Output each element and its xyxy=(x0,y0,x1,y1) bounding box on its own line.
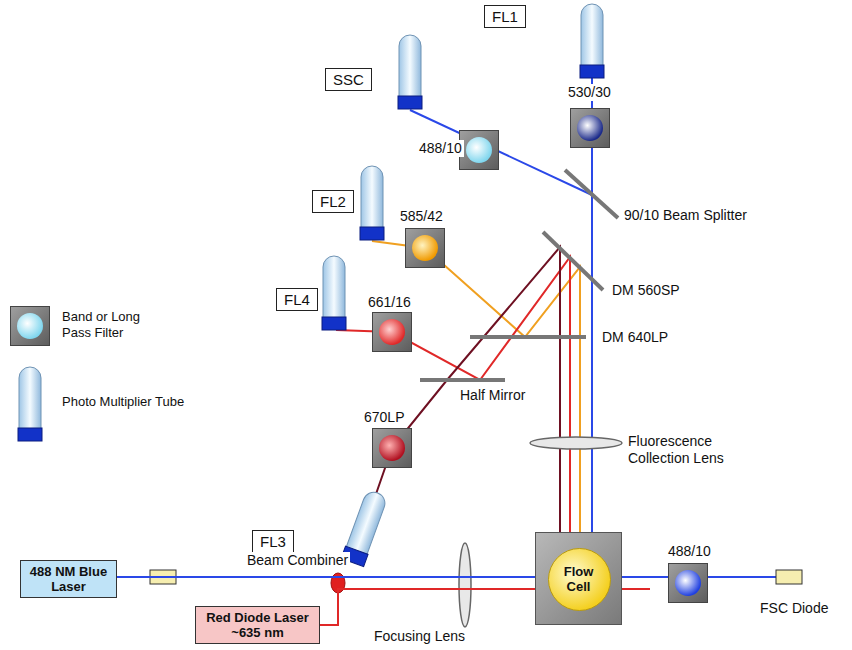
laser-beam xyxy=(117,576,535,578)
fl-box: SSC xyxy=(325,68,372,91)
part-label: 488/10 xyxy=(417,140,464,157)
filter xyxy=(669,564,708,603)
pmt xyxy=(322,256,346,330)
node-text: FL2 xyxy=(320,193,346,210)
filter xyxy=(373,429,412,468)
part-label: 530/30 xyxy=(566,84,613,101)
pmt xyxy=(398,35,422,109)
laser-box: 488 NM Blue Laser xyxy=(20,560,117,598)
fl-box: FL2 xyxy=(312,190,354,213)
filter xyxy=(406,229,445,268)
filter xyxy=(460,131,499,170)
pmt xyxy=(360,166,384,240)
part-label: 585/42 xyxy=(398,208,445,225)
focusing-lens xyxy=(459,543,471,627)
part-label: 670LP xyxy=(362,409,406,426)
mirrors xyxy=(420,170,618,380)
light-beams xyxy=(117,78,776,589)
part-label: DM 640LP xyxy=(600,329,670,346)
node-text: FL1 xyxy=(492,8,518,25)
legend-pmt-icon xyxy=(18,367,42,441)
node-text: Flow Cell xyxy=(554,564,604,594)
laser-beam xyxy=(320,589,535,625)
part-label: Fluorescence Collection Lens xyxy=(626,433,748,467)
part-label: Focusing Lens xyxy=(372,628,467,645)
fl-box: FL3 xyxy=(252,530,294,553)
part-label: 488/10 xyxy=(666,543,713,560)
flow-cell: Flow Cell xyxy=(535,532,622,625)
node-text: SSC xyxy=(333,71,364,88)
part-label: Half Mirror xyxy=(458,387,527,404)
filter xyxy=(373,313,412,352)
part-label: Beam Combiner xyxy=(245,552,350,569)
pmt xyxy=(580,4,604,78)
legend-text: Photo Multiplier Tube xyxy=(62,394,222,410)
part-label: DM 560SP xyxy=(610,282,682,299)
fsc-diode-symbol xyxy=(776,570,802,584)
part-label: 90/10 Beam Splitter xyxy=(622,207,749,224)
filter xyxy=(571,109,610,148)
node-text: 488 NM Blue Laser xyxy=(27,564,110,594)
sample-stream xyxy=(549,549,611,611)
node-text: FL4 xyxy=(284,291,310,308)
fl-box: FL4 xyxy=(276,288,318,311)
fl-box: FL1 xyxy=(484,5,526,28)
part-label: 661/16 xyxy=(366,294,413,311)
laser-box: Red Diode Laser ~635 nm xyxy=(195,606,320,644)
collection-lens xyxy=(530,437,622,449)
node-text: FL3 xyxy=(260,533,286,550)
legend-text: Band or Long Pass Filter xyxy=(62,309,172,342)
legend-filter-icon xyxy=(11,307,50,346)
part-label: FSC Diode xyxy=(758,600,830,617)
node-text: Red Diode Laser ~635 nm xyxy=(202,610,313,640)
